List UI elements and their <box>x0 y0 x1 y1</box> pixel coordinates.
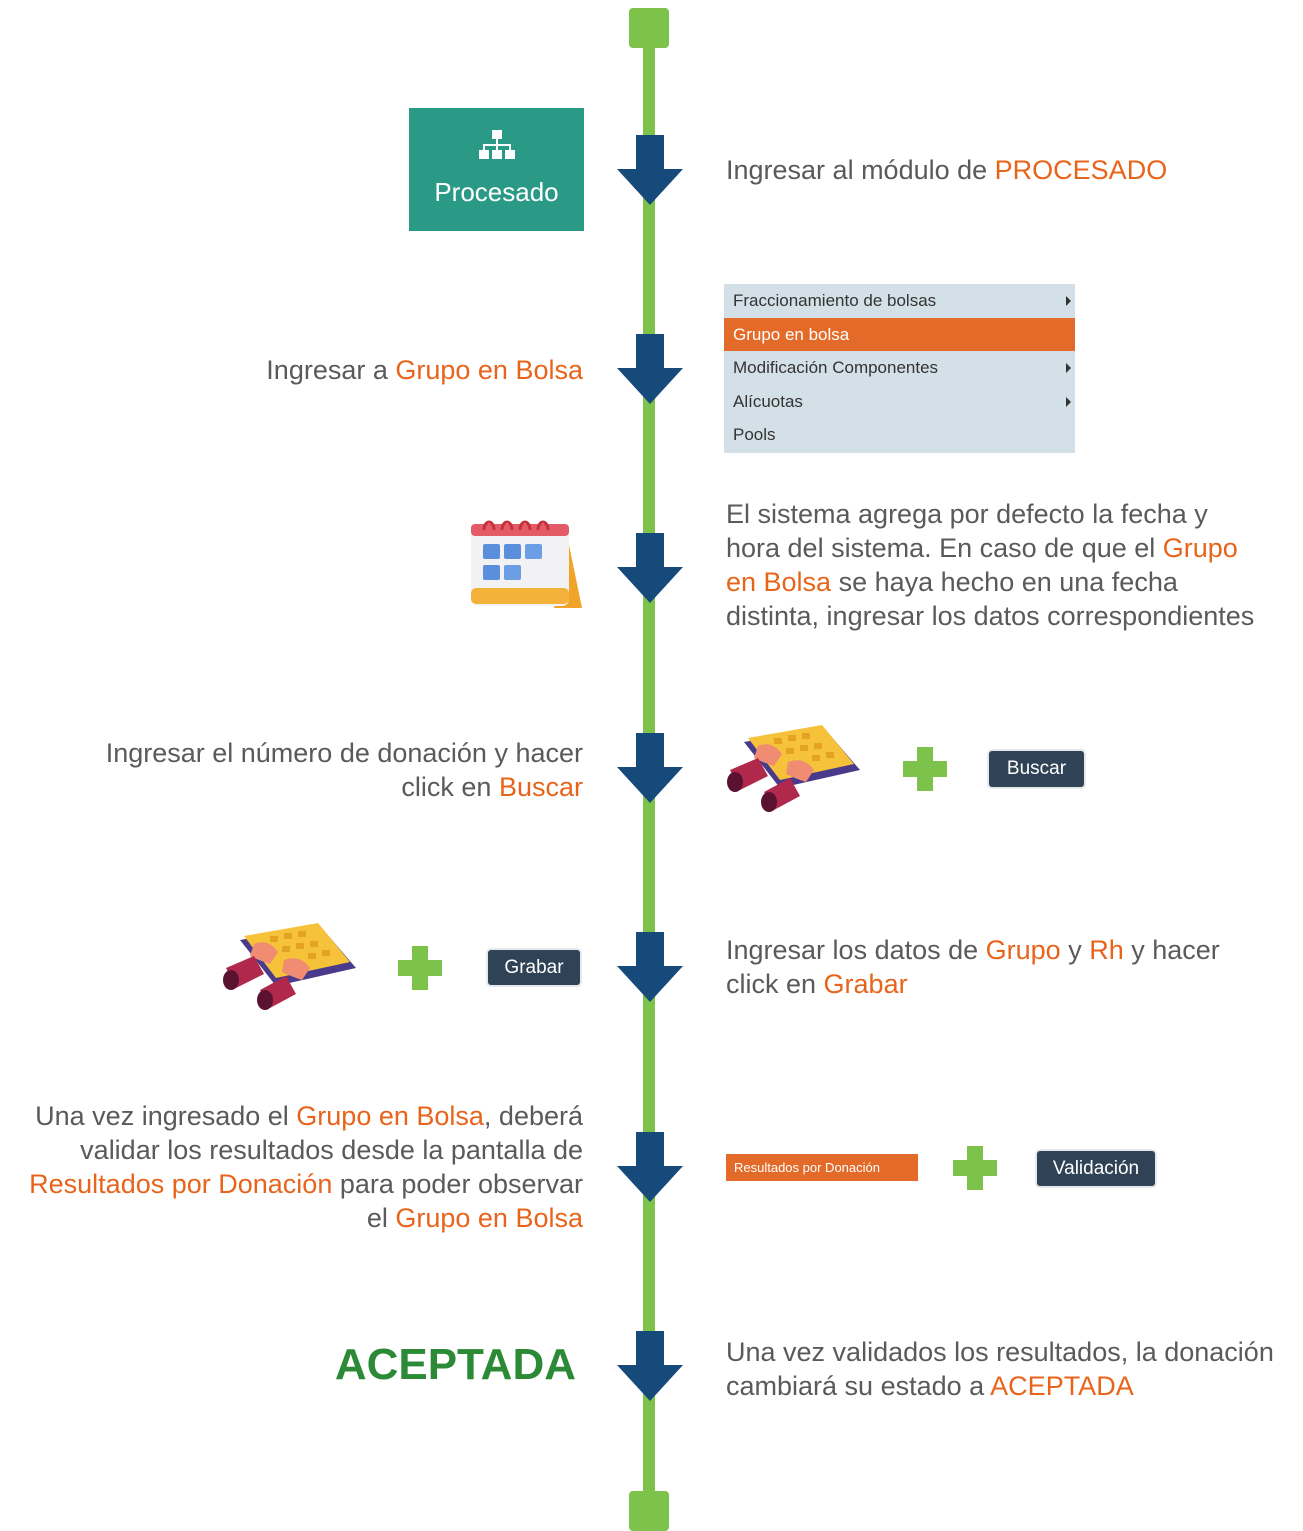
timeline-end-node <box>629 1491 669 1531</box>
down-arrow-icon <box>617 135 683 205</box>
step6-text: Una vez ingresado el Grupo en Bolsa, deb… <box>29 1101 583 1233</box>
validacion-button[interactable]: Validación <box>1037 1151 1155 1186</box>
menu-item-pools[interactable]: Pools <box>733 425 776 445</box>
caret-right-icon <box>1066 296 1071 306</box>
plus-icon <box>903 747 947 791</box>
menu-item-fraccionamiento[interactable]: Fraccionamiento de bolsas <box>724 284 1075 318</box>
down-arrow-icon <box>617 1132 683 1202</box>
keyboard-typing-icon <box>223 923 356 1010</box>
timeline-start-node <box>629 8 669 48</box>
down-arrow-icon <box>617 334 683 404</box>
plus-icon <box>398 946 442 990</box>
step3-text: El sistema agrega por defecto la fecha y… <box>726 499 1255 631</box>
grabar-button[interactable]: Grabar <box>488 950 580 985</box>
step7-text: Una vez validados los resultados, la don… <box>726 1337 1274 1401</box>
down-arrow-icon <box>617 932 683 1002</box>
aceptada-status-label: ACEPTADA <box>334 1340 576 1389</box>
procesado-tile-label: Procesado <box>434 177 559 207</box>
resultados-por-donacion-menu-item[interactable]: Resultados por Donación <box>726 1154 918 1181</box>
menu-item-alicuotas[interactable]: Alícuotas <box>724 385 1075 419</box>
menu-item-modificacion-componentes[interactable]: Modificación Componentes <box>724 351 1075 385</box>
sitemap-icon <box>479 130 515 159</box>
keyboard-typing-icon <box>727 725 860 812</box>
down-arrow-icon <box>617 733 683 803</box>
caret-right-icon <box>1066 363 1071 374</box>
plus-icon <box>953 1146 997 1190</box>
down-arrow-icon <box>617 1331 683 1401</box>
step1-text: Ingresar al módulo de PROCESADO <box>726 155 1168 185</box>
caret-right-icon <box>1066 396 1071 407</box>
procesado-submenu: Fraccionamiento de bolsas Grupo en bolsa… <box>724 284 1075 453</box>
down-arrow-icon <box>617 533 683 603</box>
calendar-icon <box>471 520 582 608</box>
procesado-module-tile[interactable]: Procesado <box>409 108 584 231</box>
menu-item-grupo-en-bolsa[interactable]: Grupo en bolsa <box>724 317 1075 352</box>
step2-text: Ingresar a Grupo en Bolsa <box>266 355 583 385</box>
step4-text: Ingresar el número de donación y hacer c… <box>105 738 583 802</box>
buscar-button[interactable]: Buscar <box>989 751 1084 787</box>
step5-text: Ingresar los datos de Grupo y Rh y hacer… <box>726 935 1220 999</box>
